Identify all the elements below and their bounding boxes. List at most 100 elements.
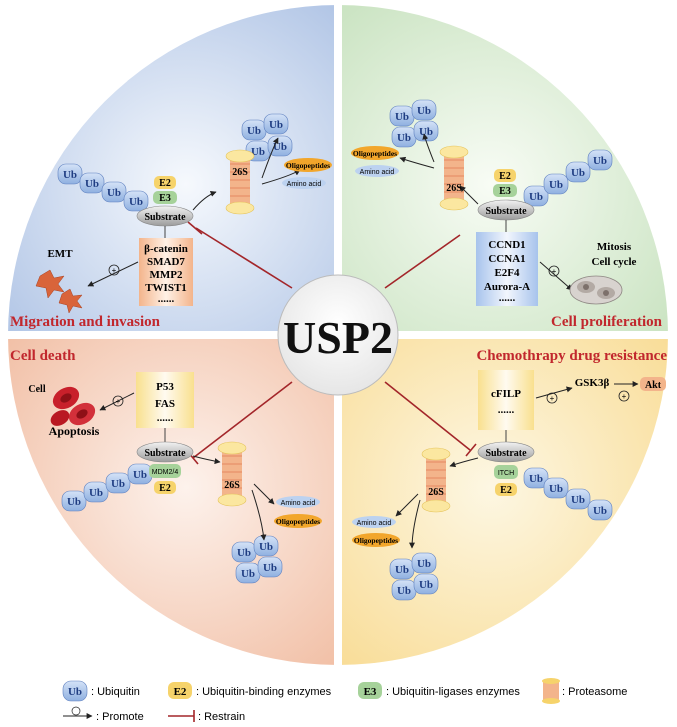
- target-migration-5: ......: [158, 293, 175, 305]
- legend-e3-icon: [358, 682, 382, 699]
- promote-sign-death: [112, 395, 124, 407]
- legend: Ub : Ubiquitin E2 : Ubiquitin-binding en…: [62, 678, 627, 723]
- e2-badge-proliferation: [494, 169, 516, 182]
- ub-token: Ub: [61, 490, 87, 512]
- title-proliferation: Cell proliferation: [551, 314, 663, 330]
- ub-label: Ub: [269, 119, 283, 131]
- ub-token: Ub: [123, 190, 149, 212]
- ub-token: Ub: [413, 573, 439, 595]
- ub-token: Ub: [411, 99, 437, 121]
- ub-label: Ub: [397, 132, 411, 144]
- target-death-2: FAS: [155, 398, 175, 410]
- proteasome-label-death: 26S: [224, 480, 240, 491]
- ub-token: Ub: [241, 119, 267, 141]
- drug-pathway: cFILP ...... Substrate ITCH E2 + GSK3β +…: [352, 370, 666, 549]
- e2-label-migration: E2: [159, 178, 171, 189]
- amino-acid-label-drug: Amino acid: [357, 520, 392, 527]
- ub-label: Ub: [549, 179, 563, 191]
- kinase-gsk3b: GSK3β: [575, 377, 610, 389]
- ub-label: Ub: [241, 568, 255, 580]
- death-pathway: P53 FAS ...... Substrate MDM2/4 E2 + Cel…: [28, 372, 322, 541]
- restrain-line-drug: [384, 381, 471, 451]
- proliferation-pathway: E2 E3 Substrate CCND1 CCNA1 E2F4 Aurora-…: [351, 133, 637, 306]
- ub-label: Ub: [251, 146, 265, 158]
- restrain-line-proliferation: [384, 234, 461, 289]
- emt-cells-icon: [35, 269, 83, 314]
- proteasome-icon: [217, 441, 247, 507]
- substrate-death: [136, 441, 194, 463]
- ub-label: Ub: [419, 579, 433, 591]
- ub-label: Ub: [85, 178, 99, 190]
- legend-promote-sign: [71, 706, 81, 716]
- e2-badge-death: [154, 481, 176, 494]
- ub-token: Ub: [543, 477, 569, 499]
- targets-box-drug: [478, 370, 534, 430]
- amino-acid-label-death: Amino acid: [281, 500, 316, 507]
- legend-restrain: : Restrain: [198, 711, 245, 723]
- proteasome-label-drug: 26S: [428, 487, 444, 498]
- ub-label: Ub: [417, 105, 431, 117]
- legend-e2-icon: [168, 682, 192, 699]
- outcome-mitosis: Mitosis: [597, 241, 632, 253]
- ub-label: Ub: [529, 473, 543, 485]
- e3-badge-proliferation: [493, 184, 517, 197]
- outcome-apoptosis: Apoptosis: [49, 424, 100, 438]
- proteasome-label-proliferation: 26S: [446, 183, 462, 194]
- ub-token: Ub: [523, 185, 549, 207]
- e3-label-migration: E3: [159, 193, 171, 204]
- e3-label-proliferation: E3: [499, 186, 511, 197]
- proteasome-icon: [225, 149, 255, 215]
- restrain-bar-drug: [465, 443, 477, 457]
- amino-acid-migration: [282, 177, 326, 189]
- usp2-center-circle: [277, 274, 399, 396]
- substrate-drug: [477, 441, 535, 463]
- ligase-label-drug: ITCH: [498, 470, 514, 477]
- legend-e2-symbol: E2: [174, 686, 187, 698]
- target-migration-1: β-catenin: [144, 243, 188, 255]
- promote-sign-akt-glyph: +: [622, 392, 627, 401]
- target-migration-3: MMP2: [150, 269, 183, 281]
- target-migration-4: TWIST1: [145, 282, 187, 294]
- arrow-to-ub-migration: [261, 137, 279, 179]
- arrow-to-ub-drug: [409, 499, 421, 549]
- legend-promote: : Promote: [96, 711, 144, 723]
- ub-label: Ub: [259, 541, 273, 553]
- arrow-to-oligo-proliferation: [399, 156, 435, 169]
- arrow-to-proteasome-proliferation: [459, 185, 479, 205]
- amino-acid-label-proliferation: Amino acid: [360, 169, 395, 176]
- title-drug: Chemothrapy drug resistance: [476, 348, 667, 364]
- target-migration-2: SMAD7: [147, 256, 185, 268]
- kinase-akt: Akt: [645, 380, 662, 391]
- promote-arrow-death: [99, 392, 135, 411]
- ub-token: Ub: [127, 463, 153, 485]
- legend-ubiquitin: : Ubiquitin: [91, 686, 140, 698]
- ub-label: Ub: [571, 167, 585, 179]
- title-death: Cell death: [10, 348, 76, 364]
- target-prolif-4: Aurora-A: [484, 281, 530, 293]
- oligopeptides-drug: [352, 533, 400, 547]
- ub-token: Ub: [235, 562, 261, 584]
- ub-label: Ub: [263, 562, 277, 574]
- proteasome-icon: [421, 447, 451, 513]
- ub-token: Ub: [257, 556, 283, 578]
- ub-label: Ub: [549, 483, 563, 495]
- substrate-label-proliferation: Substrate: [485, 206, 527, 217]
- ub-token: Ub: [411, 552, 437, 574]
- amino-acid-drug: [352, 516, 396, 528]
- target-death-3: ......: [157, 412, 174, 424]
- ub-token: Ub: [413, 120, 439, 142]
- ub-label: Ub: [419, 126, 433, 138]
- targets-box-death: [136, 372, 194, 428]
- oligopeptides-label-drug: Oligopeptides: [354, 536, 398, 545]
- outcome-cell: Cell: [28, 384, 45, 395]
- restrain-line-migration: [195, 227, 293, 289]
- ligase-badge-drug: [494, 465, 518, 479]
- ub-label: Ub: [395, 564, 409, 576]
- ub-label: Ub: [571, 494, 585, 506]
- ub-label: Ub: [133, 469, 147, 481]
- ub-label: Ub: [89, 487, 103, 499]
- restrain-line-death: [192, 381, 293, 459]
- e2-badge-migration: [154, 176, 176, 189]
- ub-token: Ub: [391, 579, 417, 601]
